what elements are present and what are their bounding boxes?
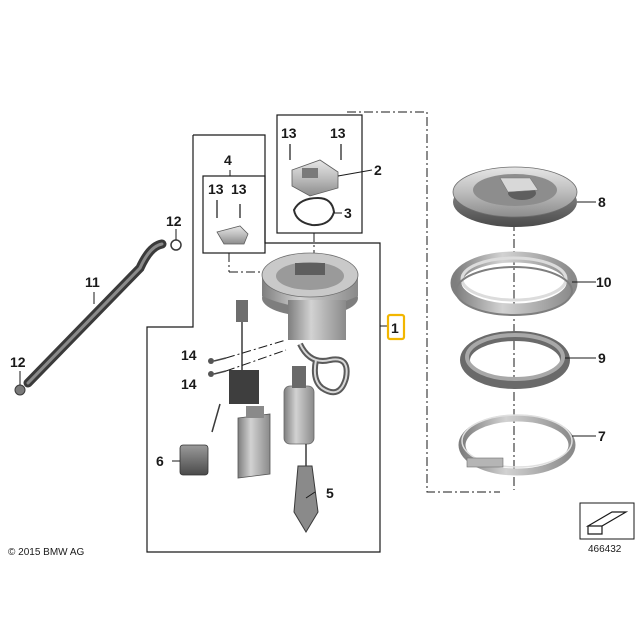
tank-lid-part — [452, 166, 578, 227]
label-part-14-b: 14 — [181, 376, 197, 392]
label-part-11: 11 — [85, 274, 100, 290]
part-2-box — [276, 114, 363, 234]
label-part-7: 7 — [598, 428, 606, 444]
fuel-pump-flange — [261, 252, 359, 340]
assembly-frame — [146, 134, 381, 553]
float-part — [179, 444, 209, 476]
label-part-5: 5 — [326, 485, 334, 501]
diagram-id-badge: 466432 — [579, 502, 635, 555]
gasket-part — [292, 196, 336, 227]
label-part-9: 9 — [598, 350, 606, 366]
hose-clamp-part — [170, 239, 182, 251]
label-part-13-b: 13 — [231, 181, 247, 197]
label-part-2: 2 — [374, 162, 382, 178]
leader-lines — [19, 169, 596, 499]
label-part-14-a: 14 — [181, 347, 197, 363]
screw-part-14 — [208, 339, 287, 377]
lock-ring-part — [450, 251, 578, 316]
label-part-1: 1 — [391, 320, 399, 336]
label-part-13-d: 13 — [330, 125, 346, 141]
label-part-12-lower: 12 — [10, 354, 26, 370]
label-part-6: 6 — [156, 453, 164, 469]
level-sender-part — [211, 300, 259, 433]
copyright-text: © 2015 BMW AG — [8, 547, 85, 558]
highlight-box — [386, 313, 406, 341]
ring-group-bracket — [347, 111, 500, 493]
sensor-bracket-part — [216, 200, 249, 245]
label-part-10: 10 — [596, 274, 612, 290]
label-part-8: 8 — [598, 194, 606, 210]
label-part-13-a: 13 — [208, 181, 224, 197]
hose-clamp-part-lower — [14, 384, 26, 396]
label-part-12-upper: 12 — [166, 213, 182, 229]
fuel-line-loop — [297, 342, 350, 396]
diagram-number: 466432 — [588, 544, 622, 555]
filter-sock-part — [293, 465, 319, 533]
label-part-13-c: 13 — [281, 125, 297, 141]
fuel-pump-body — [283, 366, 315, 445]
retaining-ring-part — [458, 414, 576, 476]
arrow-icon — [585, 511, 629, 535]
connector-housing-part — [289, 144, 342, 197]
part-4-box — [202, 175, 266, 254]
seal-ring-part — [460, 331, 570, 389]
strainer-housing-part — [237, 406, 271, 479]
label-part-4: 4 — [224, 152, 232, 168]
label-part-3: 3 — [344, 205, 352, 221]
